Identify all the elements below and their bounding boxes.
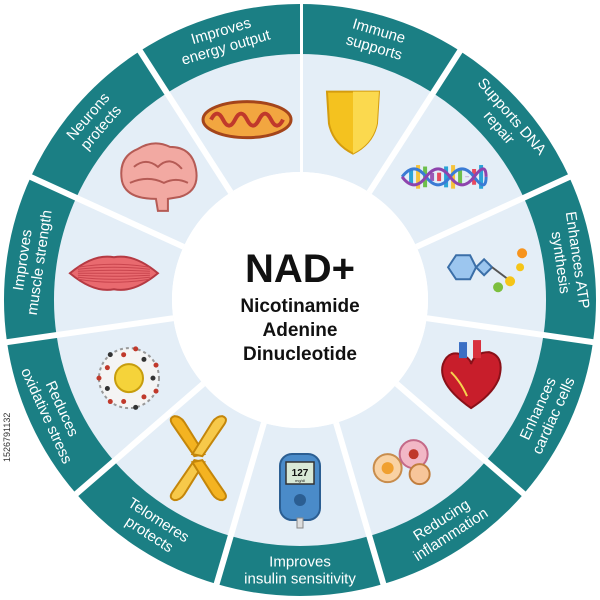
ring-segment — [216, 536, 384, 597]
center-line-2: Adenine — [263, 320, 338, 341]
ring-segment — [432, 50, 570, 198]
ring-segment — [369, 461, 524, 585]
ring-segment — [76, 461, 231, 585]
side-id-text: 1526791132 — [2, 412, 12, 462]
glucometer-unit: mg/dl — [295, 478, 305, 483]
center-circle — [172, 172, 428, 428]
glucometer-reading: 127 — [292, 468, 309, 479]
center-line-3: Dinucleotide — [243, 344, 357, 365]
ring-segment — [30, 50, 168, 198]
segment-divider — [27, 173, 185, 250]
cell-icon — [96, 346, 160, 410]
muscle-icon — [68, 255, 160, 291]
brain-icon — [120, 142, 198, 212]
segment-divider — [415, 173, 573, 250]
ring-segment — [523, 177, 596, 343]
center-line-1: Nicotinamide — [240, 296, 359, 317]
segment-divider — [333, 421, 387, 587]
cells-icon — [372, 439, 431, 486]
ring-segment — [139, 4, 300, 94]
ring-segment — [485, 335, 593, 494]
dna-icon — [400, 165, 488, 189]
segment-divider — [366, 47, 464, 194]
segment-divider — [426, 315, 596, 346]
ring-segment — [3, 177, 77, 343]
segment-label: Improves — [269, 553, 331, 570]
segment-divider — [136, 47, 234, 194]
ring-segment — [7, 335, 115, 494]
center-title: NAD+ — [245, 247, 355, 291]
segment-divider — [72, 381, 206, 498]
mitochondria-icon — [201, 100, 293, 140]
chromosome-icon — [169, 415, 227, 502]
shield-icon — [325, 90, 381, 155]
ring-segment — [300, 4, 461, 94]
molecule-icon — [446, 248, 528, 293]
heart-icon — [441, 340, 502, 410]
segment-divider — [394, 381, 528, 498]
segment-divider — [4, 315, 174, 346]
segment-label: insulin sensitivity — [244, 570, 356, 587]
segment-divider — [213, 421, 267, 587]
